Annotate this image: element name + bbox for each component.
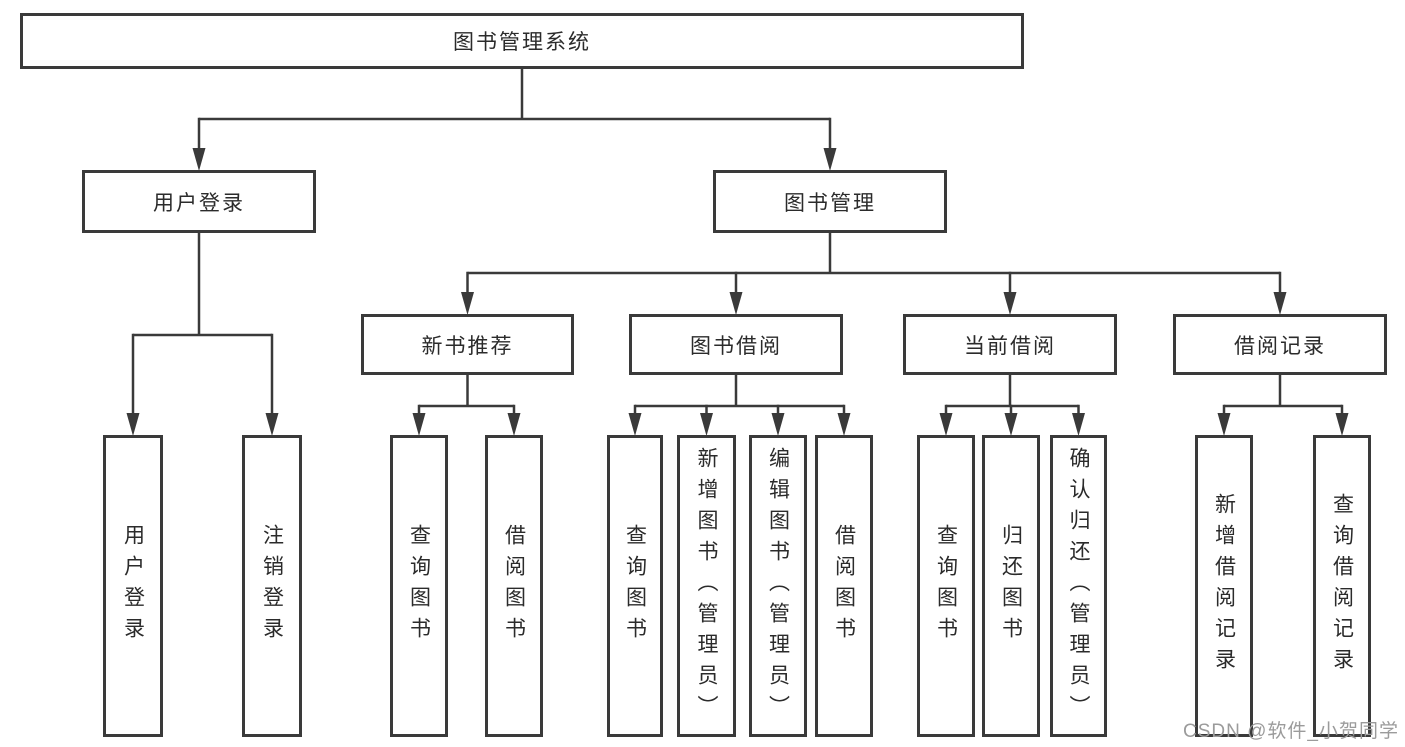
- node-book-mgmt: 图书管理: [713, 170, 947, 233]
- node-leaf-add-book: 新增图书（管理员）: [677, 435, 736, 737]
- node-leaf-borrow-book-1: 借阅图书: [485, 435, 543, 737]
- node-leaf-return-book: 归还图书: [982, 435, 1040, 737]
- node-leaf-query-book-3: 查询图书: [917, 435, 975, 737]
- watermark: CSDN @软件_小贺同学: [1183, 721, 1399, 742]
- node-leaf-add-borrow-record: 新增借阅记录: [1195, 435, 1253, 737]
- node-book-borrow: 图书借阅: [629, 314, 843, 375]
- node-borrow-records: 借阅记录: [1173, 314, 1387, 375]
- node-current-borrow: 当前借阅: [903, 314, 1117, 375]
- node-leaf-query-book-1: 查询图书: [390, 435, 448, 737]
- node-leaf-confirm-return: 确认归还（管理员）: [1050, 435, 1107, 737]
- node-leaf-borrow-book-2: 借阅图书: [815, 435, 873, 737]
- node-root: 图书管理系统: [20, 13, 1024, 69]
- node-leaf-logout: 注销登录: [242, 435, 302, 737]
- node-leaf-query-borrow-record: 查询借阅记录: [1313, 435, 1371, 737]
- node-leaf-query-book-2: 查询图书: [607, 435, 663, 737]
- node-leaf-edit-book: 编辑图书（管理员）: [749, 435, 807, 737]
- node-leaf-user-login: 用户登录: [103, 435, 163, 737]
- node-new-book-rec: 新书推荐: [361, 314, 574, 375]
- node-user-login: 用户登录: [82, 170, 316, 233]
